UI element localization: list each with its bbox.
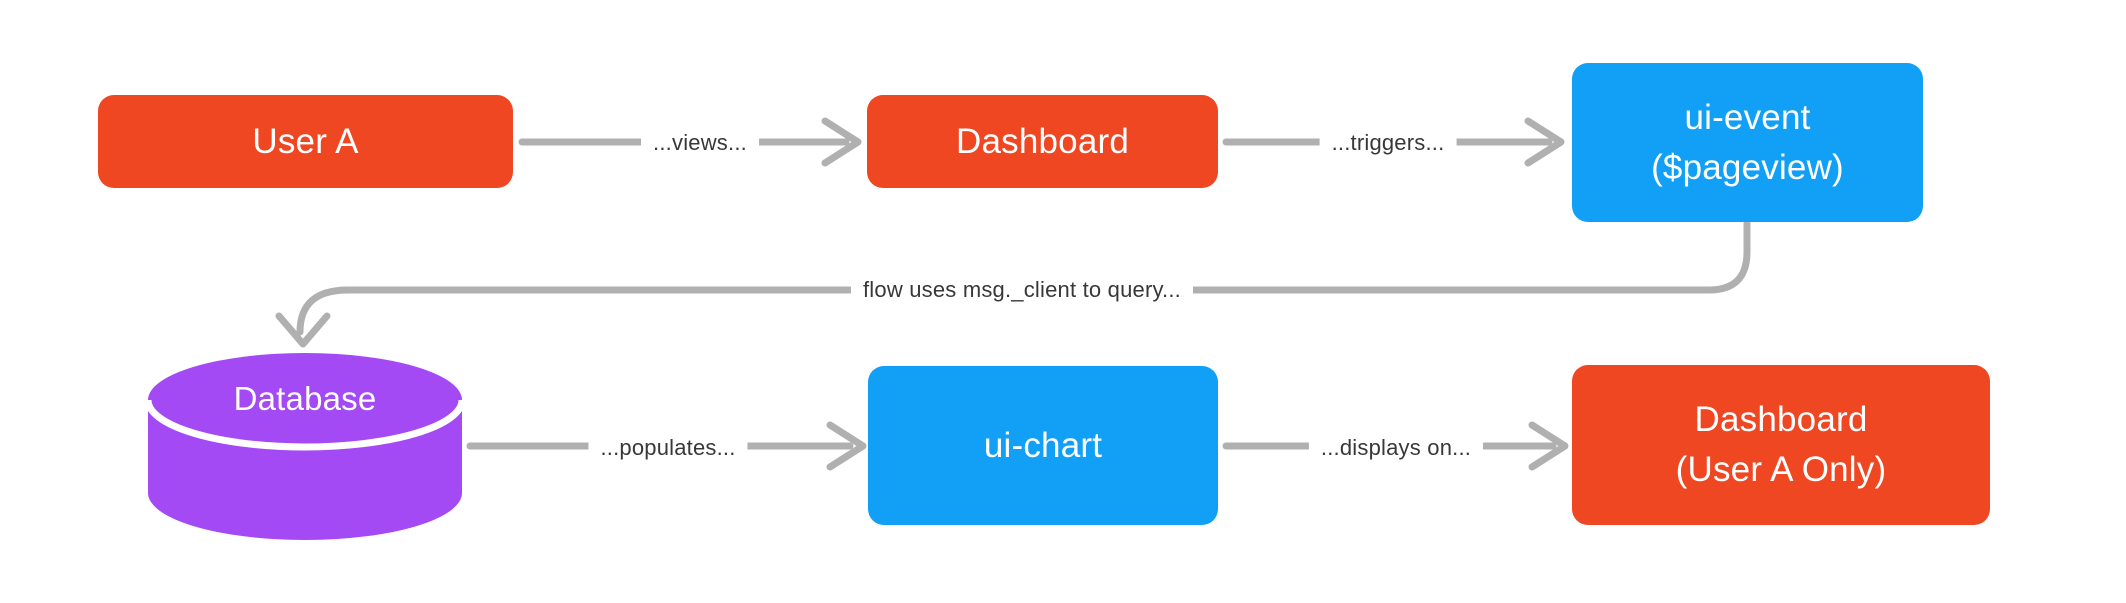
edge-displays-arrowhead-icon [1528,421,1569,471]
node-ui-chart-label: ui-chart [983,425,1103,465]
database-cylinder-top [148,353,462,447]
node-dashboard-user-a: Dashboard (User A Only) [1572,365,1990,525]
node-ui-event: ui-event ($pageview) [1572,63,1923,222]
node-database-label: Database [233,380,377,417]
node-dashboard-user-a-label: Dashboard [1694,400,1868,440]
edge-triggers-arrowhead-icon [1524,117,1565,167]
node-dashboard-label: Dashboard [955,121,1130,161]
database-cylinder-separator [144,399,466,451]
edge-views-label: ...views... [641,128,759,158]
edge-query-label: flow uses msg._client to query... [851,275,1193,305]
node-user-a: User A [98,95,513,188]
node-dashboard: Dashboard [867,95,1218,188]
node-user-a-label: User A [252,121,359,161]
node-dashboard-user-a-sublabel: (User A Only) [1675,450,1887,489]
edge-populates-label: ...populates... [588,433,748,463]
node-ui-chart: ui-chart [868,366,1218,525]
edge-displays-label: ...displays on... [1308,433,1484,463]
node-ui-event-label: ui-event [1684,97,1811,137]
node-ui-event-sublabel: ($pageview) [1651,147,1844,187]
database-cylinder-body [148,400,462,540]
edge-populates-arrowhead-icon [826,421,867,471]
edge-triggers-label: ...triggers... [1319,128,1457,158]
edge-query-arrowhead-icon [275,312,331,348]
edge-views-arrowhead-icon [821,117,862,167]
database-cylinder-icon [144,353,466,540]
